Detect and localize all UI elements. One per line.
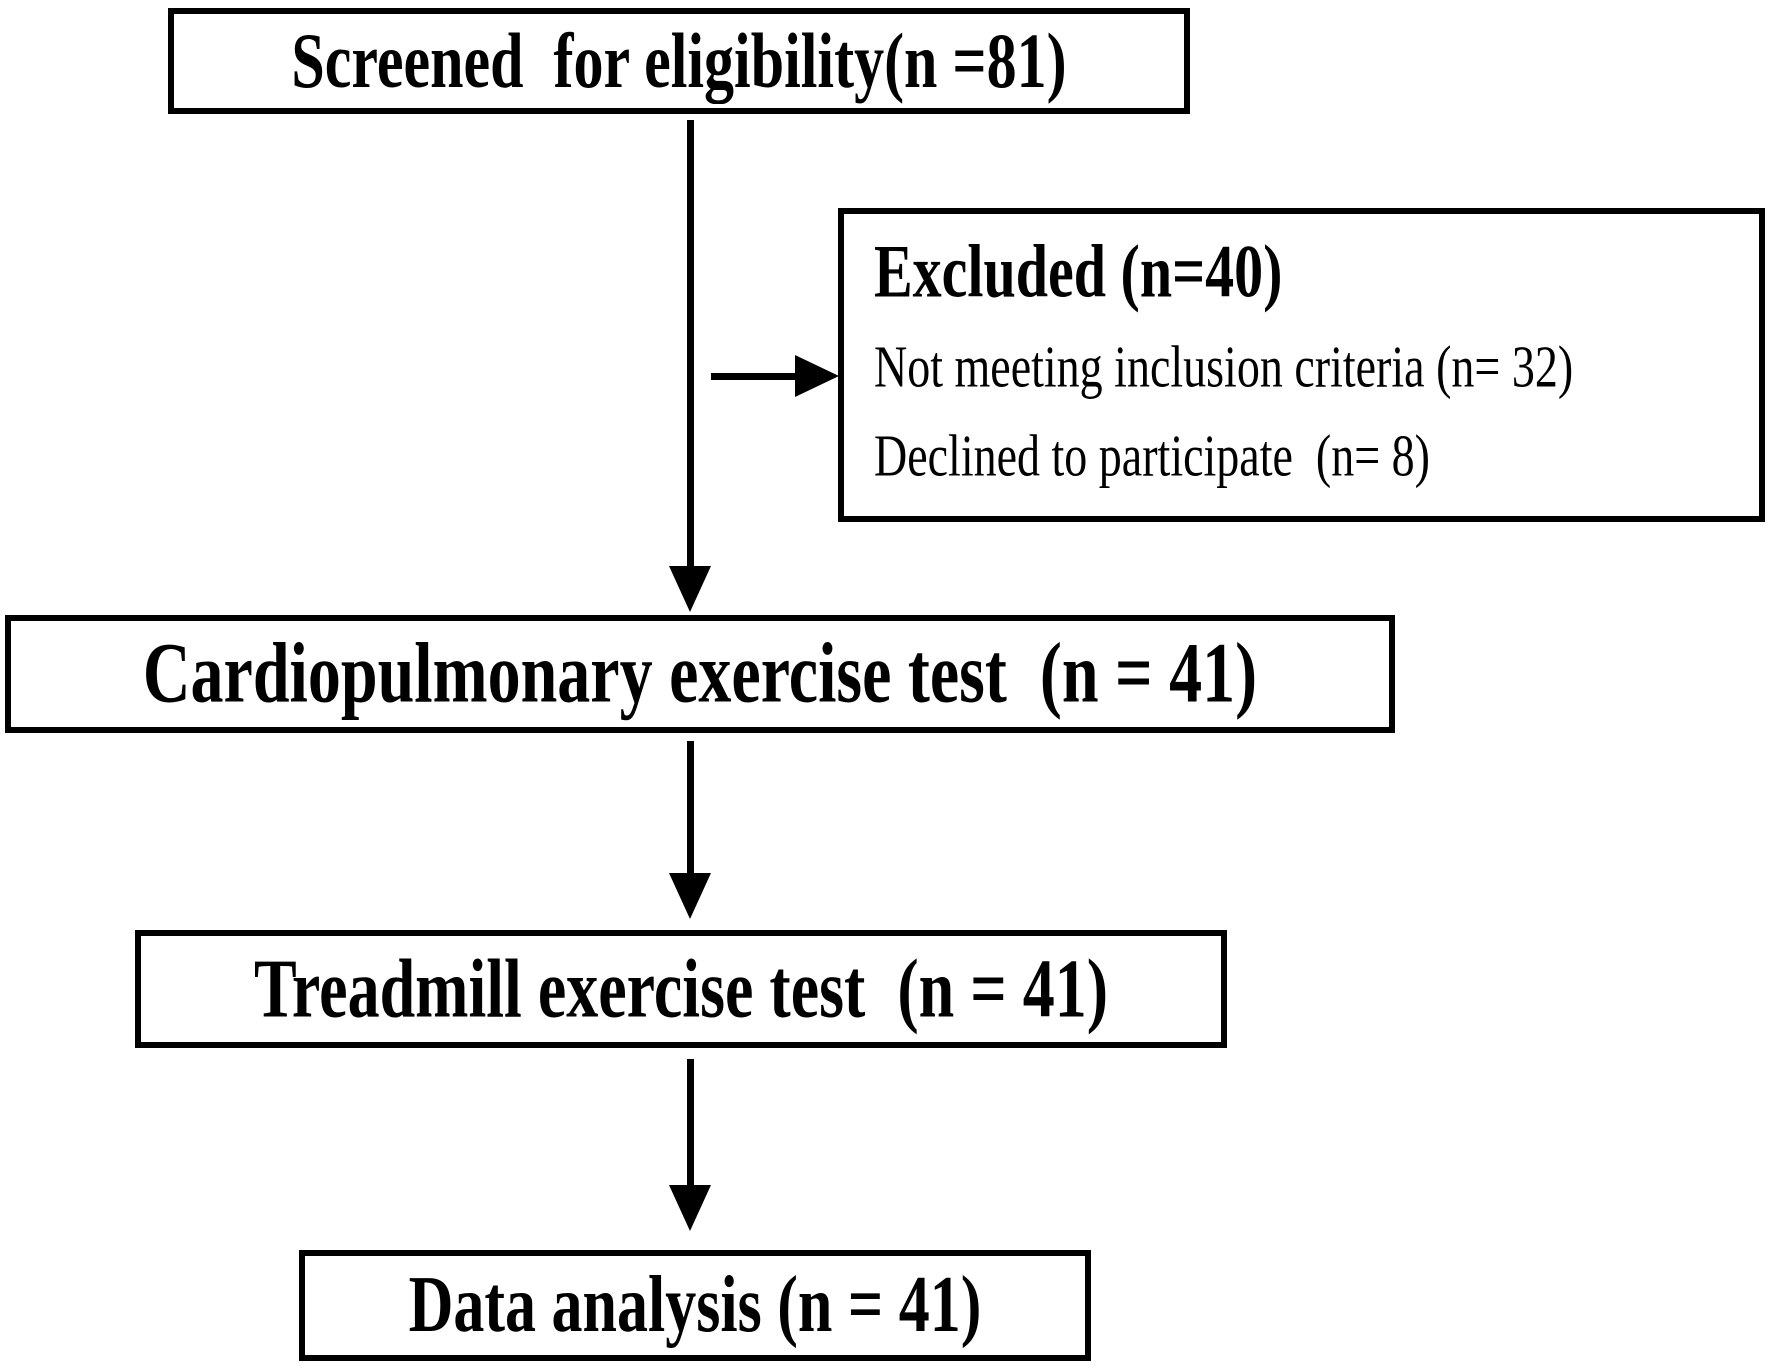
box-excluded: Excluded (n=40) Not meeting inclusion cr… — [838, 208, 1765, 522]
arrow-cpet-to-treadmill — [669, 741, 711, 919]
box-cardiopulmonary-label: Cardiopulmonary exercise test (n = 41) — [142, 626, 1258, 722]
box-cardiopulmonary-exercise-test: Cardiopulmonary exercise test (n = 41) — [5, 615, 1395, 733]
box-treadmill-exercise-test: Treadmill exercise test (n = 41) — [135, 930, 1227, 1048]
arrow-down-head-icon — [669, 1185, 711, 1231]
box-treadmill-label: Treadmill exercise test (n = 41) — [253, 942, 1109, 1036]
box-screened-label: Screened for eligibility(n =81) — [291, 17, 1067, 104]
arrow-line — [686, 1059, 694, 1185]
arrow-line — [711, 372, 795, 380]
arrow-line — [686, 120, 694, 566]
arrow-down-head-icon — [669, 566, 711, 612]
excluded-reason-inclusion-criteria: Not meeting inclusion criteria (n= 32) — [874, 333, 1574, 400]
arrow-screened-to-excluded — [711, 355, 839, 397]
arrow-treadmill-to-analysis — [669, 1059, 711, 1231]
box-excluded-title: Excluded (n=40) — [874, 229, 1283, 314]
arrow-line — [686, 741, 694, 873]
arrow-right-head-icon — [795, 355, 839, 397]
box-data-analysis: Data analysis (n = 41) — [299, 1250, 1091, 1361]
box-data-analysis-label: Data analysis (n = 41) — [408, 1260, 982, 1349]
excluded-reason-declined: Declined to participate (n= 8) — [874, 421, 1430, 489]
arrow-down-head-icon — [669, 873, 711, 919]
box-screened: Screened for eligibility(n =81) — [168, 8, 1190, 114]
arrow-screened-to-cpet — [669, 120, 711, 612]
